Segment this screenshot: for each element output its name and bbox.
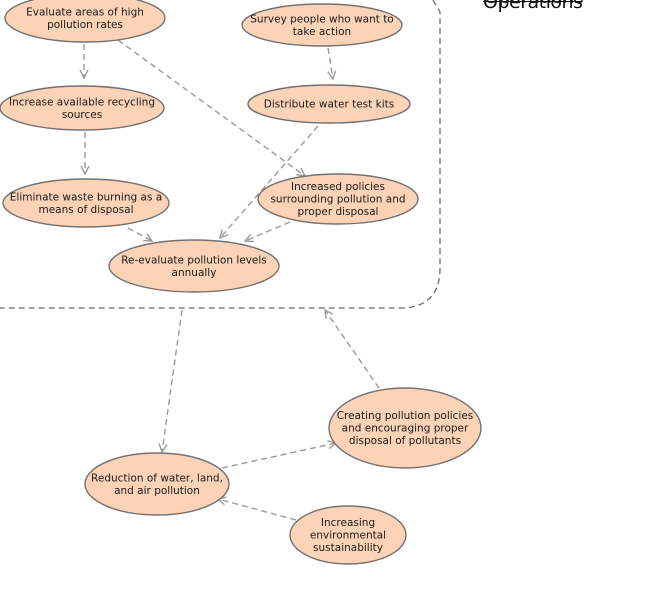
- node-sustainability-shape: [289, 505, 407, 565]
- node-survey-line: Survey people who want to: [250, 13, 393, 25]
- node-burning-shape: [2, 178, 170, 228]
- node-recycling-shape: [0, 85, 165, 131]
- node-reevaluate-line: annually: [172, 267, 217, 279]
- edges-layer: [84, 39, 380, 521]
- operations-title: Operations Operations: [483, 0, 584, 13]
- node-evaluate-line: Evaluate areas of high: [26, 6, 144, 18]
- node-testkits-label: Distribute water test kits: [264, 99, 394, 111]
- node-reduction-line: and air pollution: [114, 485, 200, 497]
- node-policies-line: Increased policies: [291, 181, 385, 193]
- node-survey-line: take action: [293, 26, 351, 38]
- node-evaluate-line: pollution rates: [47, 19, 123, 31]
- node-policies-line: proper disposal: [298, 206, 379, 218]
- node-sustainability-line: sustainability: [313, 542, 383, 554]
- node-reduction[interactable]: Reduction of water, land,and air polluti…: [84, 452, 230, 516]
- edge-policies-to-reevaluate: [245, 221, 291, 241]
- edge-survey-to-testkits: [328, 47, 333, 79]
- edge-sustainability-to-reduction: [218, 499, 297, 521]
- node-burning-line: means of disposal: [38, 204, 133, 216]
- edge-group-to-reduction: [162, 309, 183, 452]
- node-evaluate-shape: [4, 0, 166, 43]
- operations-title-text: Operations: [483, 0, 583, 13]
- node-testkits[interactable]: Distribute water test kits: [247, 84, 411, 124]
- node-reevaluate-line: Re-evaluate pollution levels: [121, 254, 267, 266]
- edge-creating-to-group: [325, 310, 380, 389]
- node-reduction-label: Reduction of water, land,and air polluti…: [91, 472, 223, 497]
- node-creating-line: and encouraging proper: [342, 423, 469, 435]
- edge-evaluate-to-policies: [117, 39, 305, 176]
- edge-testkits-to-reevaluate: [220, 125, 319, 238]
- node-creating-shape: [328, 387, 482, 469]
- operations-group-boundary: [0, 0, 441, 309]
- node-recycling-line: sources: [62, 109, 102, 121]
- node-sustainability-line: environmental: [310, 530, 386, 542]
- node-survey-shape: [241, 3, 403, 47]
- node-testkits-line: Distribute water test kits: [264, 99, 394, 111]
- node-burning-line: Eliminate waste burning as a: [10, 191, 162, 203]
- node-testkits-shape: [247, 84, 411, 124]
- operations-title-shadow: Operations: [484, 0, 584, 7]
- edge-reduction-to-creating: [221, 443, 336, 469]
- node-creating-line: disposal of pollutants: [349, 435, 461, 447]
- edge-burning-to-reevaluate: [127, 227, 152, 241]
- node-reduction-line: Reduction of water, land,: [91, 472, 223, 484]
- node-recycling-line: Increase available recycling: [9, 96, 155, 108]
- node-reevaluate-shape: [108, 239, 280, 293]
- node-sustainability-line: Increasing: [321, 517, 375, 529]
- node-creating-line: Creating pollution policies: [337, 410, 474, 422]
- node-reduction-shape: [84, 452, 230, 516]
- node-policies-shape: [257, 173, 419, 225]
- node-policies-line: surrounding pollution and: [270, 194, 405, 206]
